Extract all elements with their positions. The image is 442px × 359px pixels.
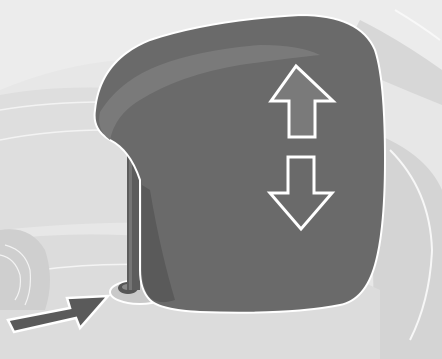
post-highlight xyxy=(129,150,132,290)
